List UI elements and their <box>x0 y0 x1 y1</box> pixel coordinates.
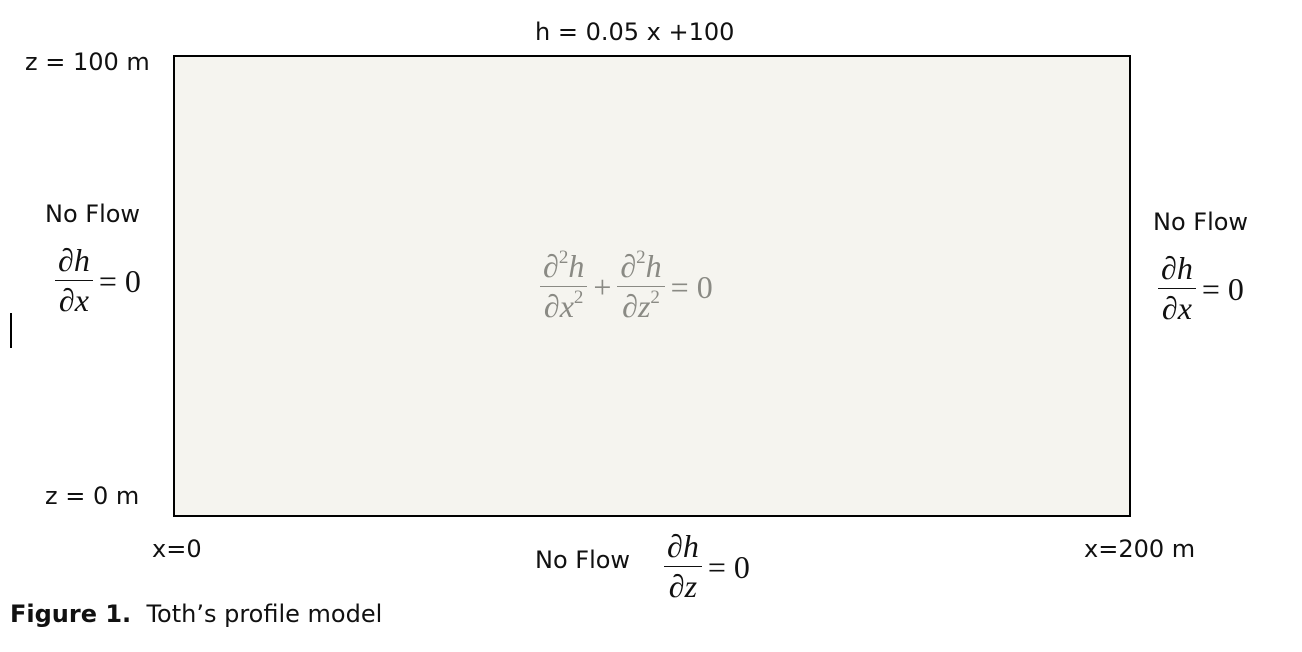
laplace-term-x: ∂2h ∂x2 <box>540 248 588 324</box>
figure-caption: Figure 1. Toth’s profile model <box>10 602 382 626</box>
laplace-term-z-denominator: z <box>637 287 651 324</box>
x-right-label: x=200 m <box>1084 535 1196 563</box>
bottom-boundary-numerator: h <box>682 528 699 564</box>
text-cursor <box>10 313 12 348</box>
left-boundary-equation: ∂h ∂x = 0 <box>55 242 147 318</box>
laplace-rhs: = 0 <box>670 268 713 305</box>
top-boundary-head-label: h = 0.05 x +100 <box>535 18 735 46</box>
bottom-boundary-title: No Flow <box>535 546 631 574</box>
bottom-boundary-denominator: z <box>684 567 698 604</box>
left-boundary-numerator: h <box>73 242 90 278</box>
right-boundary-fraction: ∂h ∂x <box>1158 250 1196 326</box>
laplace-term-x-numerator: h <box>568 248 585 284</box>
bottom-boundary-equation: ∂h ∂z = 0 <box>664 528 756 604</box>
figure-number: Figure 1. <box>10 600 132 628</box>
laplace-term-z-numerator: h <box>645 248 662 284</box>
laplace-term-z: ∂2h ∂z2 <box>617 248 665 324</box>
x-left-label: x=0 <box>152 535 202 563</box>
left-boundary-title: No Flow <box>45 200 141 228</box>
left-boundary-fraction: ∂h ∂x <box>55 242 93 318</box>
laplace-equation: ∂2h ∂x2 + ∂2h ∂z2 = 0 <box>540 248 719 324</box>
laplace-plus: + <box>593 268 612 305</box>
left-boundary-rhs: = 0 <box>98 262 141 299</box>
right-boundary-title: No Flow <box>1153 208 1249 236</box>
z-bottom-label: z = 0 m <box>45 482 140 510</box>
z-top-label: z = 100 m <box>25 48 150 76</box>
left-boundary-denominator: x <box>74 281 89 318</box>
right-boundary-equation: ∂h ∂x = 0 <box>1158 250 1250 326</box>
laplace-term-x-denominator: x <box>559 287 574 324</box>
bottom-boundary-fraction: ∂h ∂z <box>664 528 702 604</box>
right-boundary-rhs: = 0 <box>1201 270 1244 307</box>
bottom-boundary-rhs: = 0 <box>707 548 750 585</box>
right-boundary-denominator: x <box>1177 289 1192 326</box>
right-boundary-numerator: h <box>1176 250 1193 286</box>
figure-caption-text: Toth’s profile model <box>146 600 383 628</box>
